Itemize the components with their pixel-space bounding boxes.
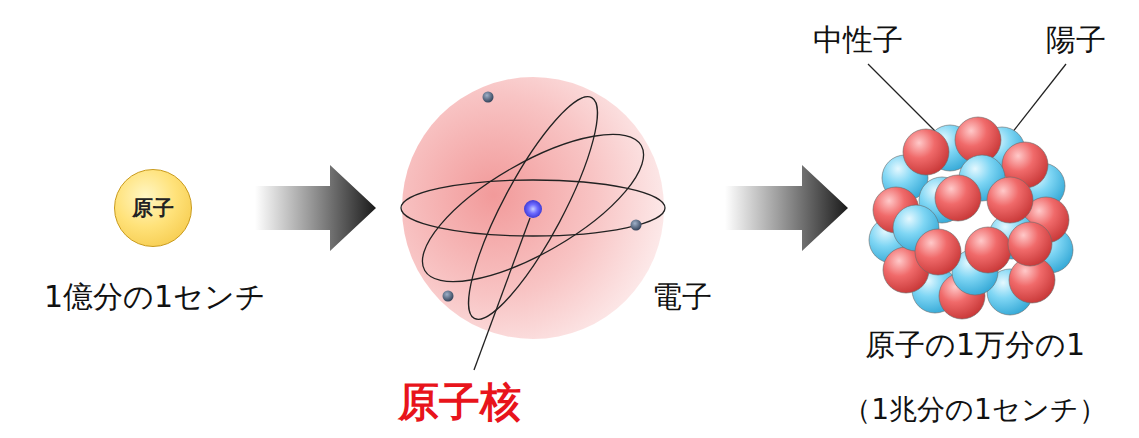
size-note: （1兆分の1センチ）	[843, 391, 1107, 429]
size-note: 1億分の1センチ	[44, 277, 266, 318]
particle-shape	[631, 220, 642, 231]
illustration-part	[725, 165, 848, 251]
nucleus-cluster	[869, 117, 1073, 319]
illustration-part	[402, 107, 664, 310]
block-arrow	[725, 165, 848, 251]
leader-line	[868, 64, 942, 138]
particle-shape	[443, 291, 454, 302]
highlight-label: 原子核	[398, 375, 521, 430]
atom-model	[401, 77, 665, 339]
particle-shape	[965, 227, 1011, 273]
block-arrow	[255, 165, 376, 251]
particle-shape	[987, 177, 1033, 223]
particle-shape	[524, 200, 542, 218]
particle-shape	[935, 175, 981, 221]
atom-circle: 原子	[114, 169, 192, 247]
part-name: 電子	[652, 277, 712, 318]
size-note: 原子の1万分の1	[865, 325, 1085, 366]
particle-shape	[483, 92, 494, 103]
illustration-part	[448, 84, 618, 333]
illustration-part	[401, 180, 665, 236]
leader-line	[474, 218, 530, 370]
node-text: 原子	[132, 194, 174, 222]
particle-shape	[1008, 222, 1052, 266]
illustration-part	[255, 165, 376, 251]
particle-shape	[402, 77, 664, 339]
leader-line	[1008, 64, 1066, 138]
particle-shape	[915, 229, 961, 275]
part-name: 中性子	[813, 20, 903, 61]
particle-shape	[903, 129, 949, 175]
part-name: 陽子	[1046, 20, 1106, 61]
